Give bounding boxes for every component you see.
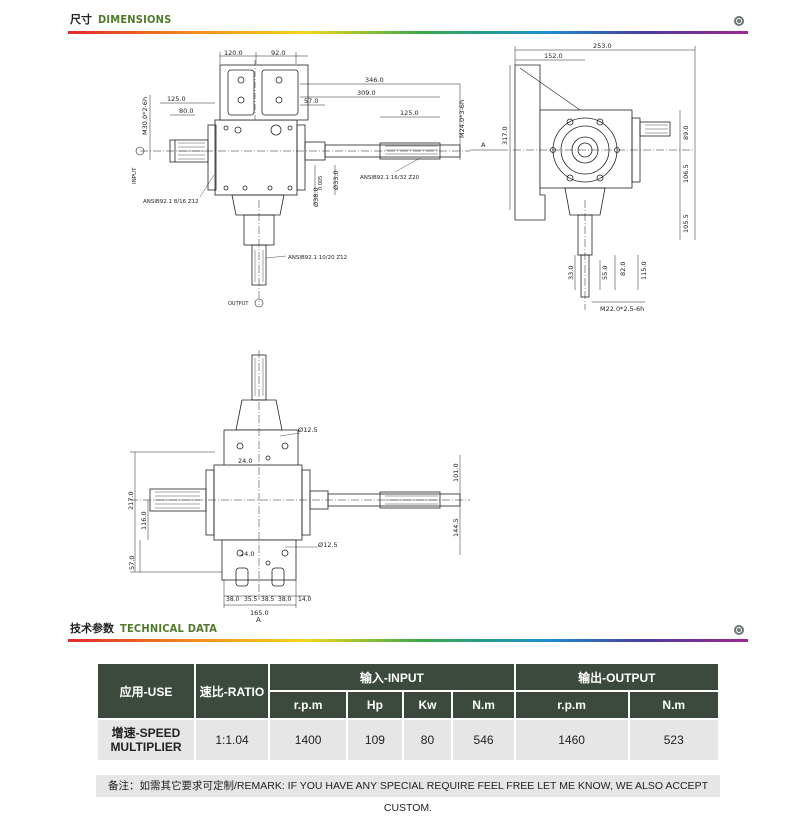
hp-header: Hp [348, 692, 402, 718]
dim-80: 80.0 [179, 107, 193, 115]
front-view-labels: 120.0 92.0 346.0 309.0 125.0 80.0 57.0 1… [132, 49, 466, 307]
use-line1: 增速-SPEED [111, 726, 181, 740]
rpm-in-header: r.p.m [270, 692, 347, 718]
dim-38c: 38.0 [278, 596, 292, 603]
dim-317: 317.0 [501, 126, 509, 145]
spline-right: ANSIB92.1 16/32 Z20 [360, 175, 420, 181]
rpm-out-cell: 1460 [515, 720, 628, 760]
dim-120: 120.0 [224, 49, 243, 57]
rpm-out-header: r.p.m [515, 692, 628, 718]
dim-57: 57.0 [304, 97, 318, 105]
technical-title-en: TECHNICAL DATA [120, 622, 218, 635]
technical-title-cn: 技术参数 [70, 622, 114, 635]
dimensions-bullet-icon [734, 16, 744, 26]
dim-125-right: 125.0 [400, 109, 419, 117]
spec-table: 应用-USE 速比-RATIO 输入-INPUT 输出-OUTPUT r.p.m… [96, 662, 720, 762]
dim-14: 14.0 [298, 596, 312, 603]
dim-d38-tolerance: 0.005 [318, 176, 324, 190]
dim-side-33: 33.0 [567, 266, 575, 280]
dim-38b: 38.5 [261, 596, 275, 603]
dim-m22: M22.0*2.5-6h [600, 305, 644, 313]
dim-217: 217.0 [127, 491, 135, 510]
ratio-cell: 1:1.04 [196, 720, 268, 760]
dim-d38: Ø38.0 [312, 187, 320, 207]
output-label: OUTPUT [228, 301, 249, 307]
dimensions-title: 尺寸 DIMENSIONS [70, 10, 171, 30]
use-header: 应用-USE [98, 664, 194, 718]
technical-drawing: 120.0 92.0 346.0 309.0 125.0 80.0 57.0 1… [127, 42, 696, 617]
dim-92: 92.0 [271, 49, 285, 57]
bottom-a-label: A [256, 616, 261, 624]
dim-125-top: 125.0 [167, 95, 186, 103]
remark: 备注：如需其它要求可定制/REMARK: IF YOU HAVE ANY SPE… [96, 775, 720, 814]
technical-bullet-icon [734, 625, 744, 635]
side-a-label: A [481, 141, 486, 149]
nm-out-header: N.m [629, 692, 718, 718]
dim-m24: M24.0*3-6h [458, 100, 466, 138]
dim-101: 101.0 [452, 463, 460, 482]
dim-346: 346.0 [365, 76, 384, 84]
dim-d12-bottom: Ø12.5 [318, 541, 338, 549]
dim-144: 144.5 [452, 518, 460, 537]
spline-output: ANSIB92.1 10/20 Z12 [288, 255, 347, 261]
dim-d33: Ø33.0 [332, 170, 340, 190]
dim-55: 55.0 [601, 266, 609, 280]
input-label: INPUT [132, 167, 138, 184]
dim-115: 115.0 [640, 261, 648, 280]
spline-input: ANSIB92.1 8/16 Z12 [143, 199, 199, 205]
technical-divider [68, 639, 748, 642]
dim-24-bottom: 24.0 [240, 550, 254, 558]
dimensions-title-en: DIMENSIONS [98, 13, 172, 26]
input-header: 输入-INPUT [270, 664, 514, 690]
nm-in-cell: 546 [453, 720, 514, 760]
dim-105: 105.5 [682, 214, 690, 233]
side-view [470, 46, 696, 310]
dim-116: 116.0 [140, 511, 148, 530]
bottom-view-labels: Ø12.5 24.0 Ø12.5 24.0 217.0 116.0 57.0 1… [127, 426, 460, 617]
dimensions-divider [68, 31, 748, 34]
nm-out-cell: 523 [629, 720, 718, 760]
kw-cell: 80 [403, 720, 452, 760]
rpm-in-cell: 1400 [270, 720, 347, 760]
dim-82: 82.0 [619, 262, 627, 276]
front-view [135, 52, 470, 308]
dim-d12-top: Ø12.5 [298, 426, 318, 434]
dimensions-title-cn: 尺寸 [70, 13, 92, 26]
use-line2: MULTIPLIER [110, 740, 182, 754]
nm-in-header: N.m [453, 692, 514, 718]
dim-106: 106.5 [682, 164, 690, 183]
dim-35: 35.5 [244, 596, 258, 603]
side-view-labels: 253.0 152.0 317.0 A 89.0 106.5 105.5 33.… [481, 42, 690, 313]
kw-header: Kw [403, 692, 452, 718]
dim-309: 309.0 [357, 89, 376, 97]
hp-cell: 109 [348, 720, 402, 760]
table-row: 增速-SPEED MULTIPLIER 1:1.04 1400 109 80 5… [98, 720, 718, 760]
dim-38a: 38.0 [226, 596, 240, 603]
technical-title: 技术参数 TECHNICAL DATA [70, 619, 217, 639]
dim-165: 165.0 [250, 609, 269, 617]
output-header: 输出-OUTPUT [515, 664, 718, 690]
use-cell: 增速-SPEED MULTIPLIER [98, 720, 194, 760]
dim-152: 152.0 [544, 52, 563, 60]
dim-253: 253.0 [593, 42, 612, 50]
dim-bottom-57: 57.0 [128, 556, 136, 570]
bottom-view [130, 350, 470, 608]
dim-89: 89.0 [682, 126, 690, 140]
dim-24-top: 24.0 [238, 457, 252, 465]
dim-m30: M30.0*2-6h [141, 97, 149, 135]
ratio-header: 速比-RATIO [196, 664, 268, 718]
